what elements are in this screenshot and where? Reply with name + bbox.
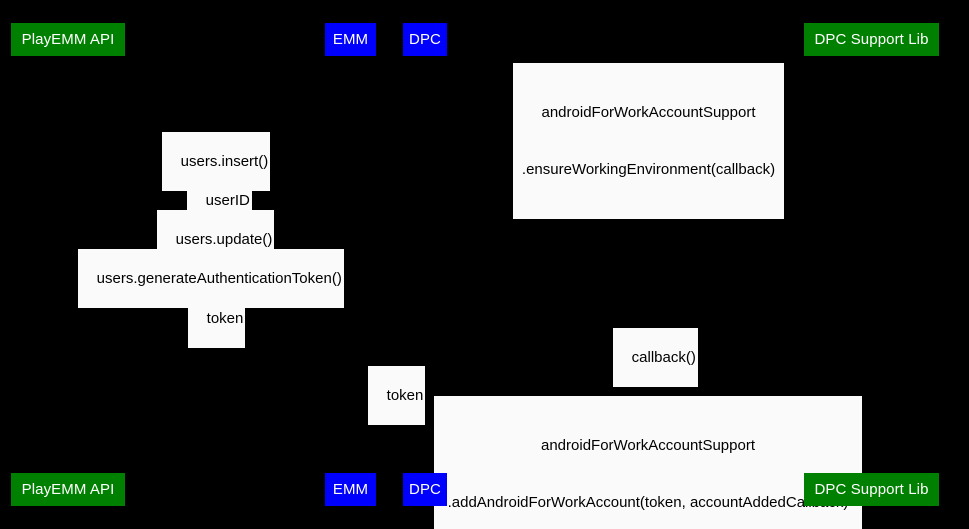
- lifeline-playemm-api: [68, 56, 69, 473]
- lifeline-emm: [350, 56, 351, 473]
- participant-playemm-api-bottom-label: PlayEMM API: [21, 481, 115, 498]
- participant-dpc-bottom-label: DPC: [409, 481, 441, 498]
- message-text: callback(): [631, 349, 696, 366]
- participant-emm-top-label: EMM: [332, 31, 369, 48]
- participant-emm-top[interactable]: EMM: [325, 23, 376, 56]
- participant-emm-bottom[interactable]: EMM: [325, 473, 376, 506]
- message-line-1: androidForWorkAccountSupport: [541, 104, 756, 121]
- participant-emm-bottom-label: EMM: [332, 481, 369, 498]
- participant-dpc-top[interactable]: DPC: [403, 23, 447, 56]
- message-line-2: .ensureWorkingEnvironment(callback): [521, 161, 776, 178]
- message-label-add-android-for-work-account: androidForWorkAccountSupport .addAndroid…: [434, 396, 862, 529]
- message-line-1: androidForWorkAccountSupport: [541, 437, 755, 454]
- participant-dpc-support-lib-top[interactable]: DPC Support Lib: [804, 23, 939, 56]
- message-label-token-to-emm: token: [188, 289, 246, 348]
- message-text: users.update(): [175, 231, 273, 248]
- participant-dpc-top-label: DPC: [409, 31, 441, 48]
- participant-dpc-support-lib-top-label: DPC Support Lib: [814, 31, 929, 48]
- message-label-users-generate-authentication-token: users.generateAuthenticationToken(): [78, 249, 344, 308]
- message-line-2: .addAndroidForWorkAccount(token, account…: [447, 494, 849, 511]
- message-label-ensure-working-environment: androidForWorkAccountSupport .ensureWork…: [513, 63, 784, 219]
- message-text: userID: [205, 192, 250, 209]
- message-label-token-to-dpc: token: [368, 366, 426, 425]
- lifeline-dpc: [425, 56, 426, 473]
- lifeline-dpc-support-lib: [871, 56, 872, 473]
- participant-playemm-api-top-label: PlayEMM API: [21, 31, 115, 48]
- message-text: token: [386, 387, 424, 404]
- participant-playemm-api-top[interactable]: PlayEMM API: [11, 23, 125, 56]
- message-text: users.generateAuthenticationToken(): [96, 270, 342, 287]
- participant-dpc-support-lib-bottom[interactable]: DPC Support Lib: [804, 473, 939, 506]
- message-text: users.insert(): [180, 153, 269, 170]
- participant-dpc-bottom[interactable]: DPC: [403, 473, 447, 506]
- message-label-callback: callback(): [613, 328, 698, 387]
- message-text: token: [206, 310, 244, 327]
- participant-playemm-api-bottom[interactable]: PlayEMM API: [11, 473, 125, 506]
- participant-dpc-support-lib-bottom-label: DPC Support Lib: [814, 481, 929, 498]
